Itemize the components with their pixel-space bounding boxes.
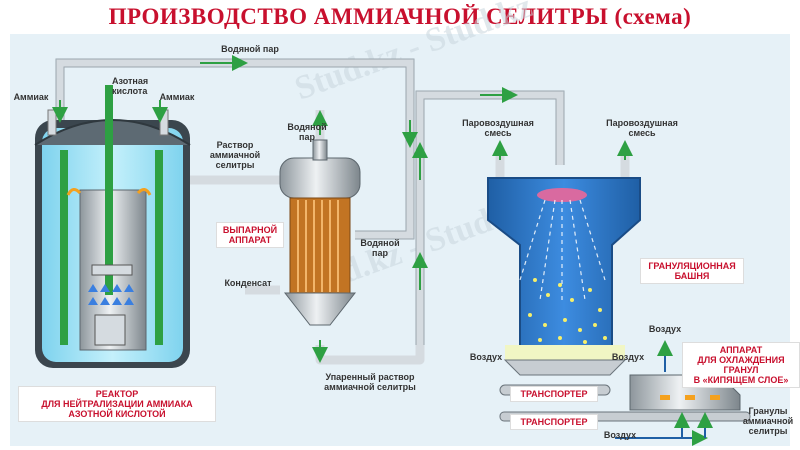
pipe-outlines [55,58,565,345]
flow-arrows [52,55,633,363]
label-nitrate-solution: Раствор аммиачной селитры [209,140,261,170]
air-arrows [615,340,713,446]
granules-particles [528,278,607,344]
label-air-cooler: Воздух [648,324,682,334]
label-condensate: Конденсат [224,278,272,288]
label-air-bottom: Воздух [603,430,637,440]
label-vapor-top: Водяной пар [221,44,279,54]
label-nitric-acid: Азотная кислота [112,76,149,96]
page-title: ПРОИЗВОДСТВО АММИАЧНОЙ СЕЛИТРЫ (схема) [108,4,692,29]
label-air-right: Воздух [611,352,645,362]
label-evaporated-solution: Упаренный раствор аммиачной селитры [324,372,416,392]
box-reactor: РЕАКТОР ДЛЯ НЕЙТРАЛИЗАЦИИ АММИАКА АЗОТНО… [18,386,216,422]
granulation-tower [487,177,641,376]
box-evaporator: ВЫПАРНОЙ АППАРАТ [216,222,284,248]
label-vapor-evap-side: Водяной пар [360,238,400,258]
label-air-left: Воздух [469,352,503,362]
box-conveyor-2: ТРАНСПОРТЕР [510,414,598,430]
box-cooler: АППАРАТ ДЛЯ ОХЛАЖДЕНИЯ ГРАНУЛ В «КИПЯЩЕМ… [682,342,800,388]
label-ammonia-left: Аммиак [13,92,49,102]
label-vapor-air-right: Паровоздушная смесь [606,118,678,138]
label-granules: Гранулы аммиачной селитры [742,406,794,436]
box-conveyor-1: ТРАНСПОРТЕР [510,386,598,402]
box-tower: ГРАНУЛЯЦИОННАЯ БАШНЯ [640,258,744,284]
label-vapor-evap-top: Водяной пар [287,122,327,142]
evaporator [279,139,361,326]
reactor [34,85,191,368]
label-ammonia-right: Аммиак [159,92,195,102]
label-vapor-air-left: Паровоздушная смесь [462,118,534,138]
